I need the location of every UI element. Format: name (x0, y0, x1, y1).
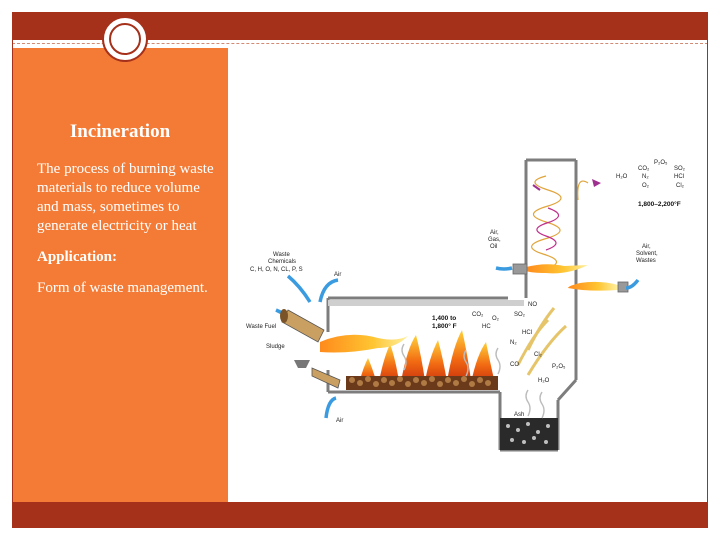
dashed-divider (12, 43, 708, 44)
application-text: Form of waste management. (37, 280, 208, 296)
left-panel (12, 48, 228, 502)
label-temp-primary-2: 1,800° F (432, 322, 457, 330)
stack-gas-h2o: H₂O (616, 174, 628, 180)
gas-p2o5: P₂O₅ (552, 364, 566, 370)
gas-hcl: HCl (522, 330, 532, 336)
stack-gas-p2o5: P₂O₅ (654, 160, 668, 166)
gas-cl2: Cl₂ (534, 352, 543, 358)
circle-ornament-inner (109, 23, 141, 55)
stack-burner-left (512, 263, 528, 275)
slide-title: Incineration (69, 121, 171, 142)
stack-gas-n2: N₂ (642, 174, 649, 180)
label-air-gas-oil-1: Air, (490, 230, 499, 236)
label-waste-chemicals-2: Chemicals (268, 259, 296, 265)
stack-arrow (592, 179, 601, 187)
gas-co: CO (510, 362, 519, 368)
gas-o2: O₂ (492, 316, 500, 322)
sludge-funnel (294, 360, 310, 368)
furnace-roof-lining (328, 300, 524, 306)
definition-text: The process of burning waste materials t… (37, 161, 214, 234)
slide-body: The process of burning waste materials t… (37, 160, 217, 310)
burner-jet-left (320, 334, 408, 353)
label-air-gas-oil-3: Oil (490, 244, 497, 250)
stack-spiral (531, 175, 562, 271)
burner-jet-stack-right (568, 281, 618, 291)
label-air-solvent-3: Wastes (636, 258, 656, 264)
incinerator-diagram: Waste Chemicals C, H, O, N, CL, P, S Air… (246, 158, 686, 452)
label-air-solvent-1: Air, (642, 244, 651, 250)
gas-no: NO (528, 302, 537, 308)
stack-gas-o2: O₂ (642, 183, 650, 189)
stack-gas-cl2: Cl₂ (676, 183, 685, 189)
burner-jet-stack-left (526, 264, 588, 274)
gas-n2: N₂ (510, 340, 517, 346)
stack-gas-co2: CO₂ (638, 166, 650, 172)
stack-gas-so2: SO₂ (674, 166, 686, 172)
frame-left (12, 40, 13, 502)
gas-hc: HC (482, 324, 491, 330)
circle-ornament (102, 16, 148, 62)
label-sludge: Sludge (266, 344, 285, 350)
label-air-gas-oil-2: Gas, (488, 237, 501, 243)
gas-h2o: H₂O (538, 378, 550, 384)
label-temp-primary-1: 1,400 to (432, 315, 456, 322)
gas-co2: CO₂ (472, 312, 484, 318)
waste-fuel-feed (281, 309, 325, 343)
stack-gas-hcl: HCl (674, 174, 684, 180)
label-air-top: Air (334, 272, 341, 278)
label-air-solvent-2: Solvent, (636, 251, 658, 257)
label-air-bottom: Air (336, 418, 343, 424)
label-temp-secondary: 1,800–2,200°F (638, 200, 681, 208)
label-ash: Ash (514, 412, 524, 418)
application-heading: Application: (37, 249, 118, 265)
label-waste-chemicals-1: Waste (273, 252, 290, 258)
frame-right (707, 40, 708, 502)
gas-so2: SO₂ (514, 312, 526, 318)
waste-bed (346, 376, 498, 390)
flow-arrows (516, 307, 567, 376)
bottom-bar (12, 502, 708, 528)
gas-swirls (401, 343, 545, 419)
label-waste-chemicals-3: C, H, O, N, CL, P, S (250, 267, 303, 273)
label-waste-fuel: Waste Fuel (246, 324, 276, 330)
